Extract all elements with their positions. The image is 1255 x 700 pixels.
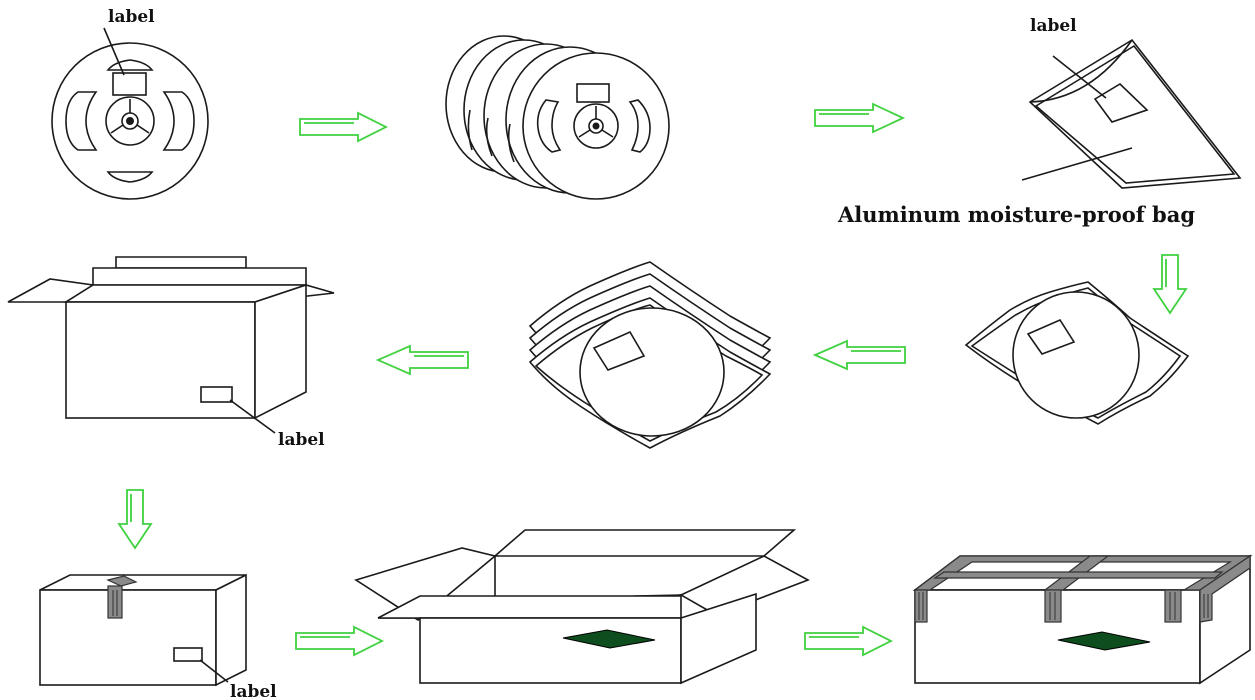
stacked-bagged-reels bbox=[530, 262, 770, 448]
hollow-arrow-icon bbox=[300, 113, 386, 141]
hollow-arrow-icon bbox=[1154, 255, 1186, 313]
open-outer-carton bbox=[356, 530, 808, 683]
single-reel bbox=[52, 28, 208, 199]
hollow-arrow-icon bbox=[378, 346, 468, 374]
aluminum-moisture-proof-bag bbox=[1022, 40, 1240, 188]
hollow-arrow-icon bbox=[805, 627, 891, 655]
small-box-label-text: label bbox=[230, 682, 277, 700]
single-bagged-reel bbox=[966, 282, 1188, 424]
hollow-arrow-icon bbox=[296, 627, 382, 655]
carton-label-text: label bbox=[278, 430, 325, 450]
bag-label-text: label bbox=[1030, 16, 1077, 36]
hollow-arrow-icon bbox=[815, 104, 903, 132]
small-taped-box bbox=[40, 575, 246, 685]
hollow-arrow-icon bbox=[815, 341, 905, 369]
stacked-reels bbox=[446, 36, 669, 199]
bag-caption-text: Aluminum moisture-proof bag bbox=[837, 202, 1195, 227]
sealed-outer-carton bbox=[915, 556, 1250, 683]
open-inner-carton bbox=[8, 257, 334, 433]
reel-label-text: label bbox=[108, 7, 155, 27]
hollow-arrow-icon bbox=[119, 490, 151, 548]
